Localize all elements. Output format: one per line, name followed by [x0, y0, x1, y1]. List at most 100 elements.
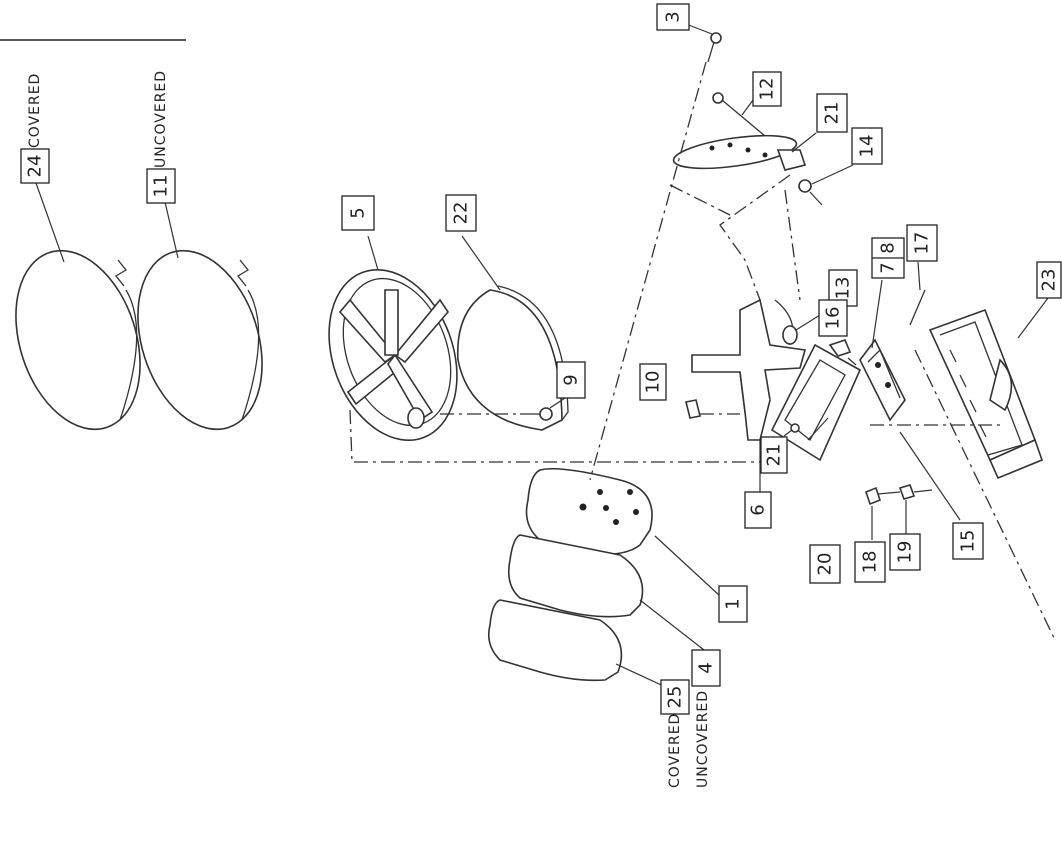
caption-covered-24: COVERED	[27, 73, 43, 148]
leader-21-top	[791, 132, 817, 153]
caption-uncovered-25: UNCOVERED	[695, 690, 711, 788]
label-12: 12	[752, 71, 782, 107]
mount-plate-7-8	[859, 338, 906, 422]
svg-text:8: 8	[878, 242, 899, 253]
bolt-9	[520, 407, 553, 421]
leader-12	[741, 99, 754, 116]
disc-24-covered	[15, 249, 141, 431]
svg-text:9: 9	[561, 374, 582, 385]
svg-text:COVERED: COVERED	[27, 73, 43, 148]
svg-text:COVERED: COVERED	[667, 713, 683, 788]
leader-15	[899, 431, 961, 521]
svg-text:5: 5	[348, 207, 369, 218]
leader-7-8	[871, 279, 883, 349]
leader-3	[685, 23, 713, 35]
leader-14	[811, 164, 854, 185]
label-11: 11	[146, 168, 176, 204]
pad-4	[507, 534, 644, 618]
centerline-bolt-3	[589, 61, 707, 481]
label-16: 16	[818, 299, 848, 337]
label-21-lower: 21	[760, 436, 788, 474]
leader-5	[367, 235, 379, 271]
svg-text:16: 16	[823, 307, 844, 330]
plate-21-upper	[672, 134, 807, 171]
svg-text:21: 21	[822, 102, 843, 125]
label-17: 17	[906, 224, 938, 262]
label-25: 25	[660, 679, 690, 715]
label-21-top: 21	[816, 93, 848, 133]
centerline-wheel-base	[349, 409, 768, 463]
bolt-12	[712, 92, 766, 137]
label-20: 20	[809, 544, 841, 584]
caption-covered-25: COVERED	[667, 713, 683, 788]
nut-19	[898, 484, 933, 500]
label-6: 6	[744, 491, 772, 529]
caption-uncovered-11: UNCOVERED	[153, 70, 169, 168]
svg-text:12: 12	[757, 78, 778, 101]
svg-text:15: 15	[958, 530, 979, 553]
svg-text:UNCOVERED: UNCOVERED	[153, 70, 169, 168]
label-7-8: 7 8	[871, 237, 905, 279]
svg-text:25: 25	[665, 686, 686, 709]
label-10: 10	[639, 363, 667, 401]
screw-21-lower	[790, 423, 800, 433]
svg-text:11: 11	[151, 175, 172, 198]
centerline-upper-plate	[719, 174, 791, 301]
svg-text:20: 20	[815, 553, 836, 576]
centerline-plate-left	[669, 184, 731, 216]
label-1: 1	[718, 585, 748, 623]
svg-text:1: 1	[723, 598, 744, 609]
svg-text:22: 22	[451, 202, 472, 225]
svg-text:21: 21	[764, 444, 785, 467]
label-9: 9	[556, 361, 586, 399]
bolt-10	[685, 399, 701, 419]
svg-text:10: 10	[643, 371, 664, 394]
label-3: 3	[656, 3, 690, 31]
centerline-plate-right	[784, 189, 801, 301]
label-19: 19	[889, 533, 921, 571]
svg-text:3: 3	[663, 11, 684, 22]
leader-23	[1017, 297, 1049, 339]
svg-text:UNCOVERED: UNCOVERED	[695, 690, 711, 788]
svg-text:18: 18	[860, 551, 881, 574]
svg-text:4: 4	[696, 662, 717, 673]
label-22: 22	[445, 194, 477, 232]
leader-21-lower	[783, 429, 793, 437]
svg-text:7: 7	[878, 262, 899, 273]
wheel-5	[328, 268, 458, 442]
label-18: 18	[854, 541, 886, 583]
svg-text:13: 13	[833, 277, 854, 300]
label-5: 5	[341, 195, 375, 231]
leader-16	[847, 357, 857, 366]
svg-text:23: 23	[1039, 269, 1060, 292]
leader-20	[807, 417, 829, 441]
leader-11	[164, 201, 179, 259]
pad-1	[525, 467, 653, 555]
nut-14	[798, 179, 823, 206]
svg-text:19: 19	[895, 541, 916, 564]
disc-11-uncovered	[137, 249, 263, 431]
label-4: 4	[691, 649, 721, 687]
leader-24	[35, 182, 65, 263]
svg-text:6: 6	[748, 504, 769, 515]
label-14: 14	[851, 127, 883, 165]
svg-text:24: 24	[25, 155, 46, 178]
leader-1	[654, 535, 721, 597]
cross-bracket-6	[691, 298, 807, 441]
svg-text:14: 14	[857, 135, 878, 158]
rod-17	[909, 289, 926, 326]
label-23: 23	[1036, 261, 1062, 299]
leader-9	[549, 397, 566, 409]
label-15: 15	[952, 522, 984, 560]
half-disc-22	[456, 285, 569, 431]
rail-track-23	[928, 308, 1044, 480]
leader-4	[639, 599, 705, 651]
leader-17	[917, 261, 921, 291]
bolt-3	[707, 32, 722, 63]
bolt-18	[865, 486, 901, 506]
leader-22	[461, 235, 501, 291]
svg-text:17: 17	[912, 232, 933, 255]
pad-25	[487, 599, 623, 682]
